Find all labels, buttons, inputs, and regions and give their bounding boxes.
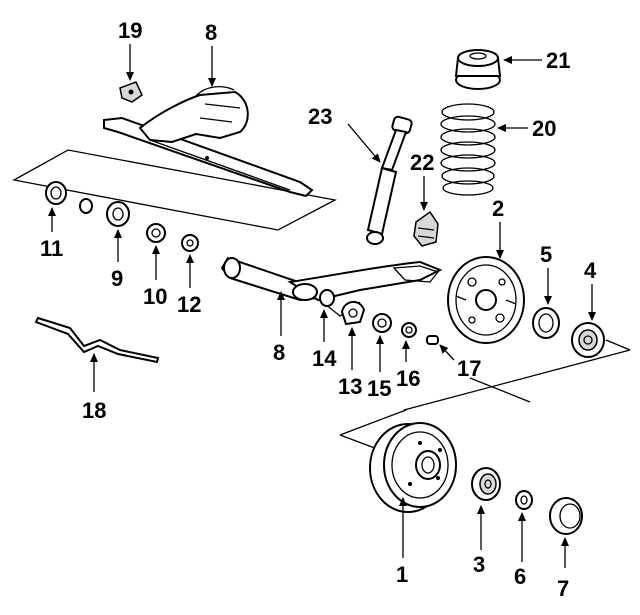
callout-5: 5: [540, 242, 552, 267]
callout-17: 17: [457, 356, 481, 381]
callout-23: 23: [308, 104, 332, 129]
wheel-bearing-3: [471, 467, 501, 501]
bushing-9: [106, 201, 130, 227]
callout-3: 3: [473, 552, 485, 577]
washer-16: [401, 322, 417, 338]
callout-1: 1: [396, 562, 408, 587]
bracket-13: [340, 301, 366, 326]
callout-8-lower: 8: [273, 340, 285, 365]
callout-10: 10: [143, 284, 167, 309]
callout-15: 15: [367, 376, 391, 401]
callout-9: 9: [111, 266, 123, 291]
arrow-17: [439, 344, 455, 361]
callout-20: 20: [532, 116, 556, 141]
callout-14: 14: [312, 346, 337, 371]
brake-drum-1: [369, 422, 457, 513]
callout-11: 11: [40, 236, 63, 261]
callout-2: 2: [492, 196, 504, 221]
callout-labels: 1 2 3 4 5 6 7 8 8 9 10 11 12 13 14 15 16…: [40, 18, 597, 601]
rear-axle-crossmember-upper: [12, 85, 337, 231]
callout-12: 12: [177, 292, 201, 317]
nut-6: [515, 490, 533, 510]
bushing-10: [146, 223, 166, 243]
bracket-part-19: [119, 81, 143, 103]
callout-22: 22: [410, 150, 434, 175]
callout-7: 7: [557, 576, 569, 601]
callout-arrows: [48, 44, 596, 568]
bushing-15: [372, 313, 392, 333]
rear-axle-beam-lower: [220, 256, 443, 317]
arrow-23: [347, 123, 381, 163]
callout-21: 21: [546, 48, 570, 73]
grease-seal-5: [532, 307, 560, 339]
brake-backing-plate-2: [447, 256, 525, 344]
bolt-17: [426, 335, 439, 345]
callout-13: 13: [338, 374, 362, 399]
spring-seat-21: [454, 49, 502, 90]
callout-6: 6: [514, 564, 526, 589]
callout-4: 4: [584, 258, 597, 283]
washer-small: [79, 198, 93, 214]
stabilizer-bar-18: [34, 316, 160, 364]
bushing-11: [45, 181, 67, 205]
dust-cap-7: [549, 497, 583, 535]
shock-absorber-23: [366, 115, 413, 245]
callout-19: 19: [118, 18, 142, 43]
coil-spring-20: [440, 103, 496, 196]
bushing-14: [319, 289, 335, 307]
washer-12: [181, 234, 199, 252]
wheel-bearing-4: [571, 322, 605, 358]
callout-18: 18: [82, 398, 106, 423]
callout-16: 16: [396, 366, 420, 391]
bump-stop-22: [413, 210, 439, 247]
callout-8-upper: 8: [205, 20, 217, 45]
